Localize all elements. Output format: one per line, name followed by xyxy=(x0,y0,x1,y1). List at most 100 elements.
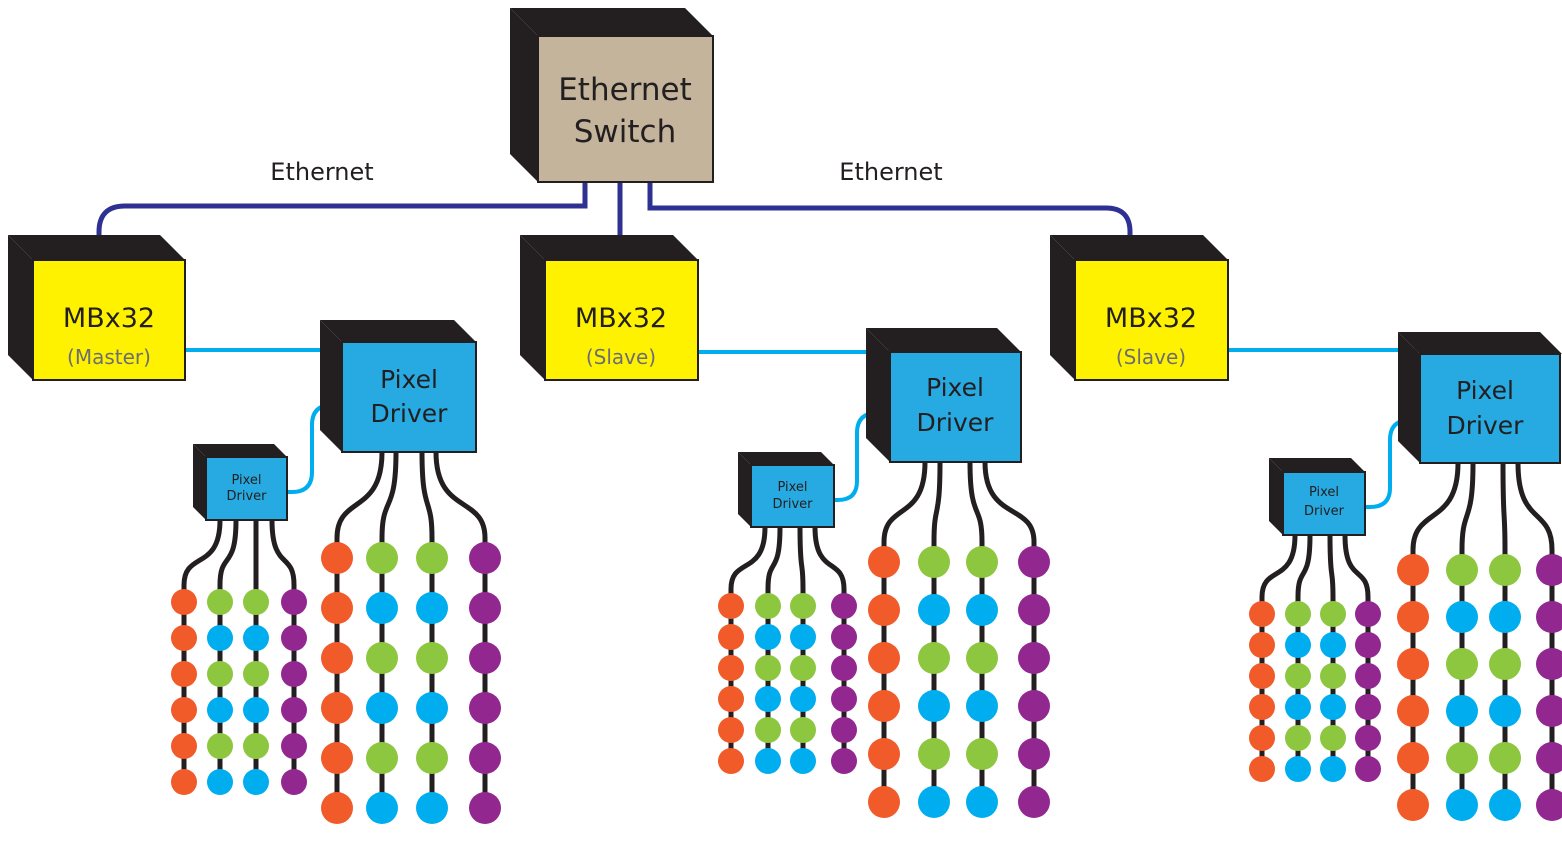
pixel-led xyxy=(207,589,233,615)
pixel-led xyxy=(1536,601,1562,633)
controller-role: (Master) xyxy=(67,345,151,369)
pixel-led xyxy=(416,792,448,824)
small-pixel-driver-label-line2: Driver xyxy=(226,489,267,504)
pixel-string-wire xyxy=(967,461,985,802)
pixel-led xyxy=(207,733,233,759)
pixel-led xyxy=(1446,601,1478,633)
pixel-driver-label-line1: Pixel xyxy=(926,373,984,402)
small-pixel-driver-face xyxy=(750,464,835,528)
pixel-strings-small xyxy=(171,519,307,795)
pixel-led xyxy=(469,542,501,574)
pixel-driver-top xyxy=(866,328,1021,352)
pixel-led xyxy=(469,692,501,724)
switch-side xyxy=(510,8,538,182)
pixel-led xyxy=(1536,789,1562,821)
pixel-led xyxy=(755,655,781,681)
pixel-driver-top xyxy=(320,320,476,342)
pixel-led xyxy=(790,593,816,619)
controller-role: (Slave) xyxy=(1116,345,1186,369)
pixel-led xyxy=(1397,601,1429,633)
pixel-driver-side xyxy=(320,320,342,452)
pixel-led xyxy=(755,686,781,712)
pixel-led xyxy=(1320,756,1346,782)
pixel-driver-face xyxy=(341,341,477,453)
pixel-led xyxy=(1249,725,1275,751)
pixel-led xyxy=(1397,648,1429,680)
pixel-led xyxy=(1397,554,1429,586)
controller-face xyxy=(544,259,699,381)
pixel-led xyxy=(1285,601,1311,627)
pixel-led xyxy=(966,642,998,674)
ethernet-label-right: Ethernet xyxy=(839,158,942,186)
pixel-string-wire xyxy=(1515,462,1555,805)
pixel-led xyxy=(831,748,857,774)
pixel-led xyxy=(755,624,781,650)
pixel-led xyxy=(918,642,950,674)
pixel-led xyxy=(718,593,744,619)
pixel-string-wire xyxy=(181,519,223,782)
pixel-led xyxy=(171,697,197,723)
pixel-led xyxy=(469,642,501,674)
small-pixel-driver-top xyxy=(193,444,287,457)
pixel-string-wire xyxy=(1295,534,1313,769)
small-pixel-driver-label-line2: Driver xyxy=(772,497,813,512)
pixel-led xyxy=(243,697,269,723)
pixel-led xyxy=(831,655,857,681)
pixel-led xyxy=(1249,632,1275,658)
controller-title: MBx32 xyxy=(1105,303,1197,334)
pixel-driver-side xyxy=(1398,332,1420,463)
pixel-string-wire xyxy=(728,526,768,761)
pixel-string-wire xyxy=(269,519,297,782)
pixel-led xyxy=(1536,742,1562,774)
pixel-led xyxy=(469,592,501,624)
pixel-led xyxy=(755,593,781,619)
pixel-led xyxy=(1285,756,1311,782)
pixel-led xyxy=(281,769,307,795)
pixel-led xyxy=(1355,601,1381,627)
switch-top xyxy=(510,8,713,36)
pixel-led xyxy=(1285,725,1311,751)
pixel-led xyxy=(366,692,398,724)
pixel-string-wire xyxy=(881,461,928,802)
pixel-string-wire xyxy=(1259,534,1298,769)
controller-face xyxy=(1074,259,1229,381)
pixel-led xyxy=(1446,695,1478,727)
pixel-string-wire xyxy=(379,451,399,808)
pixel-string-wire xyxy=(812,526,847,761)
controller-face xyxy=(32,259,186,381)
ethernet-label-left: Ethernet xyxy=(270,158,373,186)
pixel-led xyxy=(1397,742,1429,774)
pixel-string-wire xyxy=(217,519,239,782)
pixel-led xyxy=(718,624,744,650)
pixel-led xyxy=(918,594,950,626)
controller-top xyxy=(8,235,185,260)
pixel-led xyxy=(718,748,744,774)
switch-label-line1: Ethernet xyxy=(558,72,692,108)
pixel-led xyxy=(790,624,816,650)
pixel-led xyxy=(1489,554,1521,586)
switch-label-line2: Switch xyxy=(574,114,677,150)
pixel-led xyxy=(966,738,998,770)
pixel-led xyxy=(868,546,900,578)
pixel-led xyxy=(1489,789,1521,821)
pixel-led xyxy=(1536,554,1562,586)
pixel-led xyxy=(1536,648,1562,680)
pixel-led xyxy=(868,786,900,818)
pixel-led xyxy=(243,589,269,615)
pixel-strings-large xyxy=(321,451,501,824)
pixel-string-wire xyxy=(797,526,806,761)
pixel-led xyxy=(321,642,353,674)
pixel-led xyxy=(1446,742,1478,774)
pixel-led xyxy=(1355,694,1381,720)
pixel-led xyxy=(1285,694,1311,720)
pixel-led xyxy=(1446,648,1478,680)
small-pixel-driver-face xyxy=(205,456,288,521)
pixel-led xyxy=(1018,594,1050,626)
pixel-led xyxy=(171,625,197,651)
controller-group-slave-1: MBx32 (Slave) Pixel Driver Pixel Driver xyxy=(520,235,1050,818)
pixel-led xyxy=(1489,695,1521,727)
pixel-led xyxy=(1320,601,1346,627)
pixel-led xyxy=(207,625,233,651)
ethernet-cables xyxy=(96,172,1133,244)
